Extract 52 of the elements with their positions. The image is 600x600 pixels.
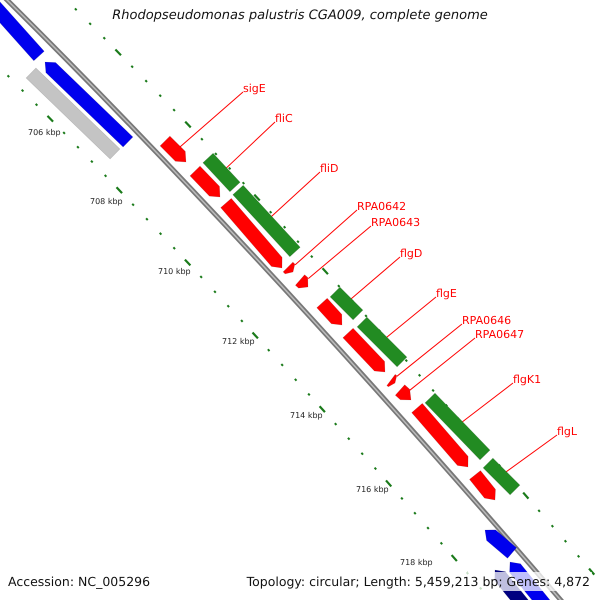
gene-segment — [482, 458, 520, 496]
leader-line — [506, 434, 558, 472]
scale-label: 718 kbp — [400, 558, 433, 568]
gene-feature — [342, 328, 386, 372]
scale-label: 708 kbp — [90, 197, 123, 207]
gene-feature — [394, 384, 412, 400]
gene-segment — [356, 316, 408, 368]
gene-feature — [0, 0, 45, 62]
gene-label: fliC — [275, 112, 293, 125]
gene-segment — [202, 152, 241, 192]
scale-label: 714 kbp — [290, 411, 323, 421]
gene-segment — [330, 286, 364, 320]
gene-label: RPA0643 — [371, 216, 420, 229]
gene-feature — [469, 470, 496, 500]
leader-line — [386, 296, 436, 338]
gene-feature — [316, 298, 342, 326]
scale-label: 716 kbp — [356, 485, 389, 495]
leader-line — [396, 324, 462, 377]
leader-line — [226, 122, 276, 169]
gene-feature — [282, 262, 296, 274]
gene-feature — [220, 198, 282, 268]
gene-feature — [484, 530, 517, 559]
gene-label: RPA0646 — [462, 314, 512, 327]
gene-label: RPA0647 — [475, 328, 524, 341]
leader-line — [350, 256, 400, 300]
gene-segment — [424, 392, 490, 460]
gene-label: sigE — [243, 82, 266, 95]
gene-feature — [386, 374, 398, 388]
scale-label: 710 kbp — [158, 267, 191, 277]
gene-feature — [190, 166, 220, 198]
gene-label: flgD — [400, 247, 422, 260]
leader-line — [270, 172, 320, 218]
gene-label: flgL — [557, 425, 578, 438]
gene-feature — [294, 274, 308, 288]
leader-line — [180, 92, 244, 148]
gene-feature — [411, 402, 468, 468]
gene-feature — [44, 62, 134, 148]
scale-label: 712 kbp — [222, 337, 255, 347]
gene-label: RPA0642 — [357, 200, 406, 213]
gene-label: fliD — [320, 162, 338, 175]
title: Rhodopseudomonas palustris CGA009, complete genome — [111, 8, 489, 23]
leader-line — [409, 338, 476, 391]
scale-label: 706 kbp — [28, 128, 61, 138]
leader-line — [294, 210, 358, 266]
gene-label: flgE — [436, 287, 457, 300]
leader-line — [462, 382, 514, 422]
gene-segment — [26, 68, 120, 160]
gene-segment — [232, 184, 301, 258]
genome-stats-text: Topology: circular; Length: 5,459,213 bp; Genes: 4,872 — [244, 572, 592, 591]
leader-line — [308, 226, 372, 280]
gene-feature — [160, 136, 186, 162]
gene-label: flgK1 — [513, 373, 542, 386]
